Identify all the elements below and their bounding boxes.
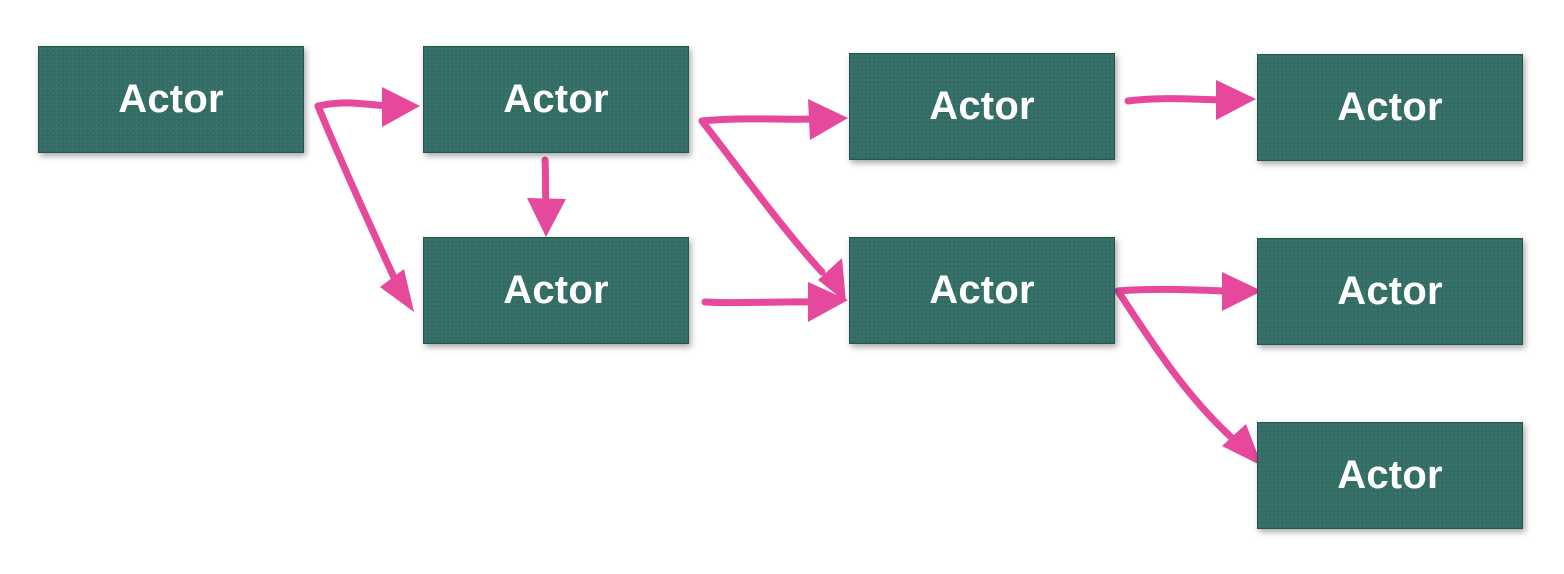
actor-box-8[interactable]: Actor [1257,422,1523,529]
actor-label: Actor [929,268,1035,312]
actor-box-6[interactable]: Actor [1257,54,1523,161]
actor-box-1[interactable]: Actor [38,46,304,153]
actor-label: Actor [1337,453,1443,497]
actor-label: Actor [1337,269,1443,313]
actor-box-2[interactable]: Actor [423,46,689,153]
actor-box-5[interactable]: Actor [849,237,1115,344]
arrow-a3-to-a5-head [808,282,848,322]
arrow-a5-to-a7-head [1222,272,1262,311]
arrow-a1-to-a2 [314,99,392,110]
arrow-a3-to-a5 [701,298,816,307]
arrow-a2-to-a3 [541,156,550,208]
arrow-a2-to-a4 [698,115,816,125]
arrow-a1-to-a2-head [382,87,420,127]
arrow-a5-to-a8 [1114,287,1236,442]
arrow-a2-to-a5 [698,117,826,276]
arrow-a1-to-a3-head [380,269,414,312]
actor-label: Actor [503,77,609,121]
actor-box-3[interactable]: Actor [423,237,689,344]
arrow-a5-to-a7 [1114,285,1230,295]
actor-label: Actor [929,84,1035,128]
arrow-a2-to-a4-head [808,99,848,140]
arrow-a5-to-a8-head [1222,424,1262,466]
arrow-a1-to-a3 [314,102,400,286]
actor-label: Actor [118,77,224,121]
actor-label: Actor [503,268,609,312]
arrow-a2-to-a3-head [527,198,566,237]
actor-box-4[interactable]: Actor [849,53,1115,160]
actor-label: Actor [1337,85,1443,129]
arrow-a2-to-a5-head [818,258,846,302]
arrow-a4-to-a6-head [1216,80,1256,120]
arrow-a4-to-a6 [1124,95,1224,105]
actor-box-7[interactable]: Actor [1257,238,1523,345]
